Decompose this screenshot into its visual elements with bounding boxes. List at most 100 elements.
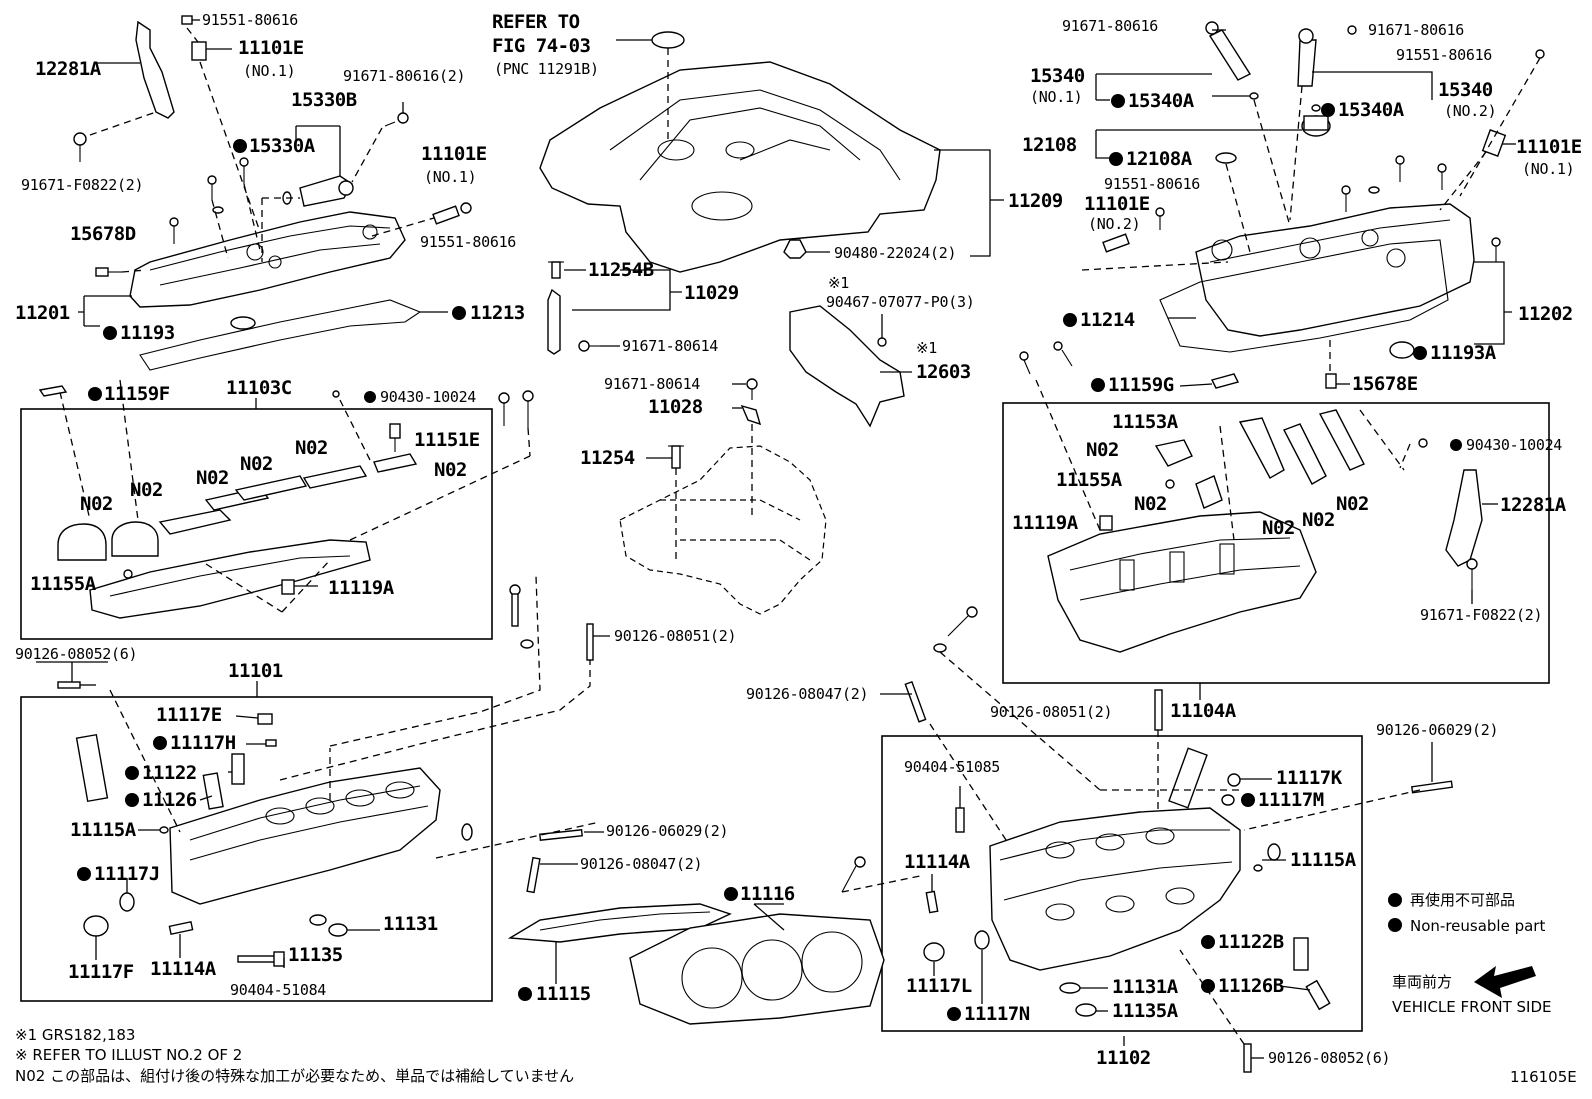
label-11103C: 11103C: [226, 377, 292, 399]
label-15340A-left: 15340A: [1128, 90, 1195, 112]
label-note1-a: ※1: [828, 274, 849, 292]
bolt-91671-80614-a: [578, 340, 600, 352]
label-11117K: 11117K: [1276, 767, 1343, 789]
plug-11101E-mid: [432, 205, 460, 225]
bolt-91671-right-top: [1347, 25, 1357, 35]
dot-11126: [125, 793, 139, 807]
box-11104A: [1002, 402, 1550, 684]
label-91671-80616-c: 91671-80616: [1062, 17, 1158, 35]
gasket-11159F: [38, 385, 68, 397]
label-11101E-b: 11101E: [421, 143, 487, 165]
label-11155A-a: 11155A: [30, 573, 97, 595]
tube-11122-left: [75, 733, 109, 803]
dot-11193A: [1413, 346, 1427, 360]
tube-11122-right: [1168, 747, 1208, 809]
bolt-star-left-a: [207, 175, 217, 200]
label-11193A: 11193A: [1430, 342, 1497, 364]
cylinder-head-11102: [989, 807, 1241, 971]
label-11131: 11131: [383, 913, 438, 935]
stud-11254: [668, 445, 684, 469]
label-11117J: 11117J: [94, 863, 160, 885]
label-90126-08047-a: 90126-08047(2): [580, 855, 702, 873]
dot-11193: [103, 326, 117, 340]
bolt-90404-51084: [237, 951, 285, 967]
bracket-12281A-right: [1445, 469, 1483, 567]
label-90126-08052-b: 90126-08052(6): [1268, 1049, 1390, 1067]
label-11029: 11029: [684, 282, 739, 304]
diagram-code: 116105E: [1510, 1068, 1577, 1086]
label-12108A: 12108A: [1126, 148, 1193, 170]
footnote-1: ※1 GRS182,183: [15, 1026, 135, 1044]
label-12281A-left: 12281A: [35, 58, 102, 80]
dot-11126B: [1201, 979, 1215, 993]
dot-11117H: [153, 736, 167, 750]
engine-cover-11209: [539, 61, 941, 273]
cam-cover-11201: [129, 211, 406, 308]
label-11214: 11214: [1080, 309, 1135, 331]
plug-11117F: [83, 915, 109, 937]
cam-caps-left: [57, 453, 418, 561]
bolt-91551-right-top: [1535, 49, 1545, 59]
label-11101E-a: 11101E: [238, 37, 304, 59]
bolt-91671-F0822-right: [1466, 558, 1478, 590]
label-91551-80616-a: 91551-80616: [202, 11, 298, 29]
dot-12108A: [1109, 152, 1123, 166]
dot-11159F: [88, 387, 102, 401]
dot-11116: [724, 887, 738, 901]
label-11101: 11101: [228, 660, 283, 682]
refer-line-1: REFER TO: [492, 11, 580, 33]
legend-front-jp: 車両前方: [1392, 973, 1452, 991]
label-90126-06029-a: 90126-06029(2): [606, 822, 728, 840]
plug-11101E-right: [1481, 129, 1507, 157]
label-n02-7: N02: [1086, 439, 1119, 461]
pin-11114A-left: [168, 920, 194, 936]
stud-90126-06029-right: [1410, 780, 1454, 794]
bolts-star-right: [1019, 155, 1501, 375]
dot-11213: [452, 306, 466, 320]
label-no1-b: (NO.1): [424, 168, 476, 186]
seal-11193-left: [230, 316, 256, 330]
label-90480-22024: 90480-22024(2): [834, 244, 956, 262]
bolt-11151E: [389, 423, 401, 452]
cam-caps-right: [1154, 409, 1365, 509]
pin-11114A-right: [925, 890, 939, 914]
valve-15340-no1: [1205, 21, 1252, 81]
dot-11117N: [947, 1007, 961, 1021]
label-11101E-c: 11101E: [1084, 193, 1150, 215]
stud-90126-06029-left: [539, 829, 583, 841]
label-91671-80616-2a: 91671-80616(2): [343, 67, 465, 85]
gasket-11116: [629, 913, 885, 1025]
bolt-11254B: [548, 261, 564, 279]
dot-11117M: [1241, 793, 1255, 807]
stud-90126-08047-left: [526, 856, 541, 894]
label-11135A: 11135A: [1112, 1000, 1179, 1022]
vehicle-front-arrow: [1474, 966, 1536, 998]
label-n02-8: N02: [1134, 493, 1167, 515]
label-90126-06029-b: 90126-06029(2): [1376, 721, 1498, 739]
legend-front-en: VEHICLE FRONT SIDE: [1392, 998, 1552, 1016]
bolt-star-left-b: [239, 157, 249, 184]
label-12603: 12603: [916, 361, 971, 383]
label-90126-08047-b: 90126-08047(2): [746, 685, 868, 703]
dot-90430-a: [364, 391, 376, 403]
gasket-11213: [139, 299, 422, 371]
label-11126: 11126: [142, 789, 197, 811]
label-11117L: 11117L: [906, 975, 972, 997]
label-11155A-b: 11155A: [1056, 469, 1123, 491]
bolt-star-long-left: [509, 584, 594, 661]
seal-12108A: [1215, 152, 1237, 164]
label-no1-c: (NO.1): [1030, 88, 1082, 106]
label-11101E-d: 11101E: [1516, 136, 1582, 158]
label-11115A-b: 11115A: [1290, 849, 1357, 871]
label-15330A: 15330A: [249, 135, 316, 157]
label-90430-10024-a: 90430-10024: [380, 388, 476, 406]
bracket-12281A-left: [135, 20, 175, 119]
ring-11117J: [119, 892, 135, 912]
dot-15340A-left: [1111, 94, 1125, 108]
label-11116: 11116: [740, 883, 795, 905]
grommet-90480: [783, 239, 807, 259]
label-15340-left: 15340: [1030, 65, 1085, 87]
label-91551-80616-d: 91551-80616: [1104, 175, 1200, 193]
label-11115A-a: 11115A: [70, 819, 137, 841]
dot-11122: [125, 766, 139, 780]
